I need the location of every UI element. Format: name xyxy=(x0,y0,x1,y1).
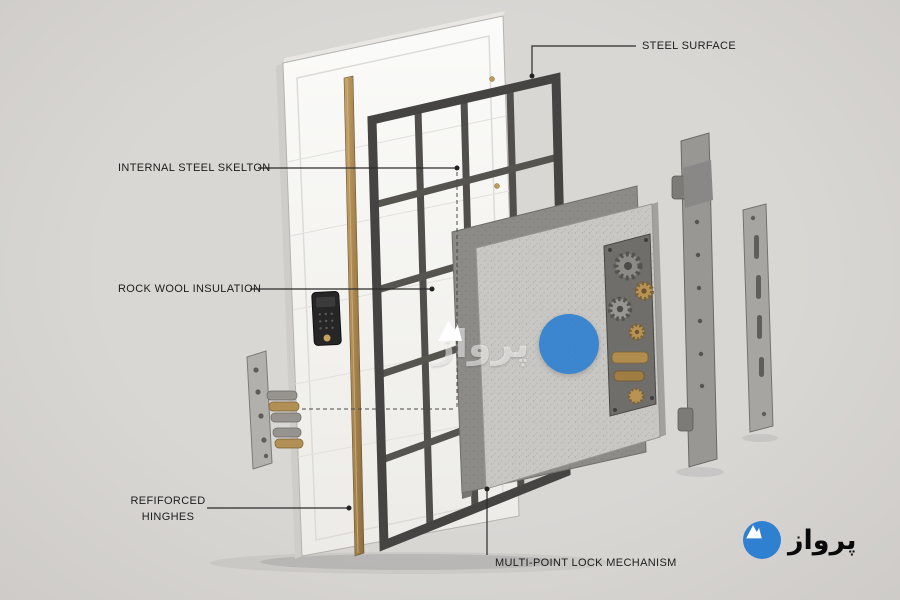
callout-reinforced-hinges: REFIFORCED HINGHES xyxy=(130,493,206,525)
callout-reinforced-hinges-line1: REFIFORCED xyxy=(130,495,206,507)
callout-reinforced-hinges-line2: HINGHES xyxy=(141,511,195,523)
brand-logo-text: پرواز xyxy=(788,524,857,556)
mountain-peak-icon xyxy=(746,525,762,539)
screw-pins xyxy=(489,76,500,189)
brand-logo: پرواز xyxy=(743,521,857,559)
callout-internal-steel-skelton: INTERNAL STEEL SKELTON xyxy=(118,162,271,174)
steel-surface-leader-line xyxy=(531,45,636,74)
brand-logo-circle xyxy=(743,521,781,559)
callout-rock-wool-insulation: ROCK WOOL INSULATION xyxy=(118,283,262,295)
lock-gears xyxy=(607,251,654,341)
callout-multi-point-lock: MULTI-POINT LOCK MECHANISM xyxy=(495,557,677,569)
hinge-barrels xyxy=(266,390,304,449)
callout-steel-surface: STEEL SURFACE xyxy=(642,40,737,52)
hinge-assembly xyxy=(246,350,304,470)
mounting-rail-2 xyxy=(742,203,774,433)
lock-mechanism-plate xyxy=(603,233,657,417)
lock-cylinders xyxy=(611,351,649,405)
leader-dots xyxy=(346,73,535,511)
dashed-guides xyxy=(302,172,458,410)
mounting-rail-1 xyxy=(671,132,718,468)
leader-lines xyxy=(207,45,636,555)
keypad-lock xyxy=(311,291,342,346)
ground-shadow xyxy=(210,434,778,574)
brass-edge-strip xyxy=(343,75,365,557)
